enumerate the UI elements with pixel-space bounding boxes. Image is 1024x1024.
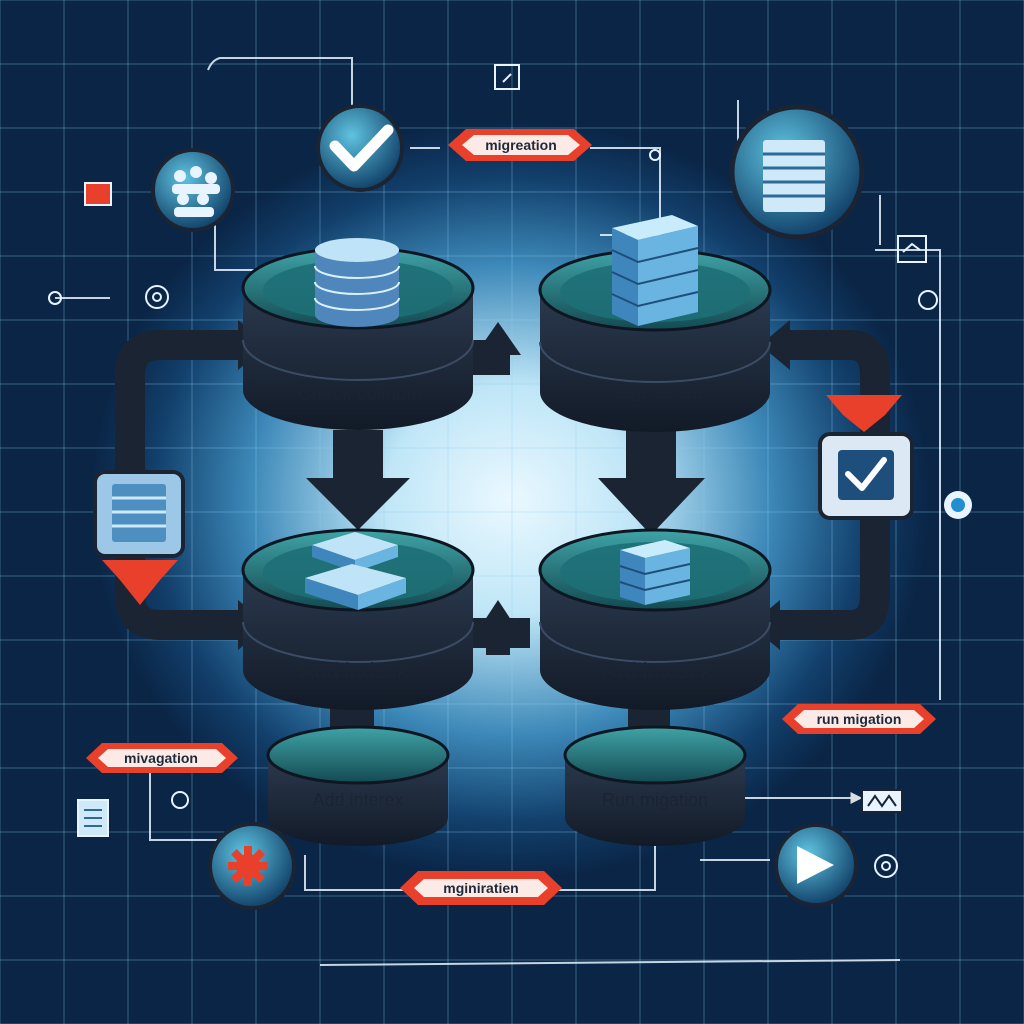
target-icons <box>48 149 938 878</box>
checkbox-icon[interactable] <box>818 432 914 520</box>
node-label: Add interex <box>312 790 403 810</box>
double-arrows <box>470 322 530 655</box>
node-abgt-column[interactable]: abgt colram <box>538 215 772 432</box>
server-rack-icon <box>611 215 699 326</box>
play-icon[interactable] <box>774 823 858 907</box>
svg-text:mginiratien: mginiratien <box>443 880 518 896</box>
stacked-plates-icon <box>305 532 406 610</box>
svg-text:run migation: run migation <box>817 711 902 727</box>
document-icon <box>77 799 109 837</box>
node-label: abgt colram <box>613 383 702 402</box>
link-icon <box>494 64 520 90</box>
wave-icon <box>861 789 903 813</box>
flag-icon <box>84 182 112 206</box>
node-label: Ard intesck <box>603 658 713 683</box>
node-label: Run migation <box>602 790 708 810</box>
tag-mginiratien: mginiratien <box>400 871 562 905</box>
red-ribbons <box>102 395 902 605</box>
gear-icon[interactable] <box>208 822 296 910</box>
node-add-indeck[interactable]: Add indeck <box>241 528 475 710</box>
node-label: Add indeck <box>300 658 410 683</box>
tag-run-migation: run migation <box>782 704 936 734</box>
cog-icon <box>944 491 972 519</box>
server-rack-icon[interactable] <box>729 104 865 240</box>
connector-lines <box>55 57 941 966</box>
svg-text:migreation: migreation <box>485 137 557 153</box>
checkmark-icon[interactable] <box>316 104 404 192</box>
node-add-interex[interactable]: Add interex <box>266 725 450 846</box>
people-icon[interactable] <box>151 148 235 232</box>
tag-mivagation: mivagation <box>86 743 238 773</box>
server-rack-icon-small <box>619 540 691 605</box>
node-run-migration[interactable]: Run migation <box>563 725 747 846</box>
database-icon <box>314 238 400 327</box>
node-label: Check colinom <box>298 384 423 405</box>
chart-icon <box>897 235 927 263</box>
node-check-column[interactable]: Check colinom <box>241 238 475 430</box>
svg-text:mivagation: mivagation <box>124 750 198 766</box>
server-button-icon[interactable] <box>93 470 185 558</box>
node-ard-intesck[interactable]: Ard intesck <box>538 528 772 710</box>
tag-migreation: migreation <box>448 129 592 161</box>
